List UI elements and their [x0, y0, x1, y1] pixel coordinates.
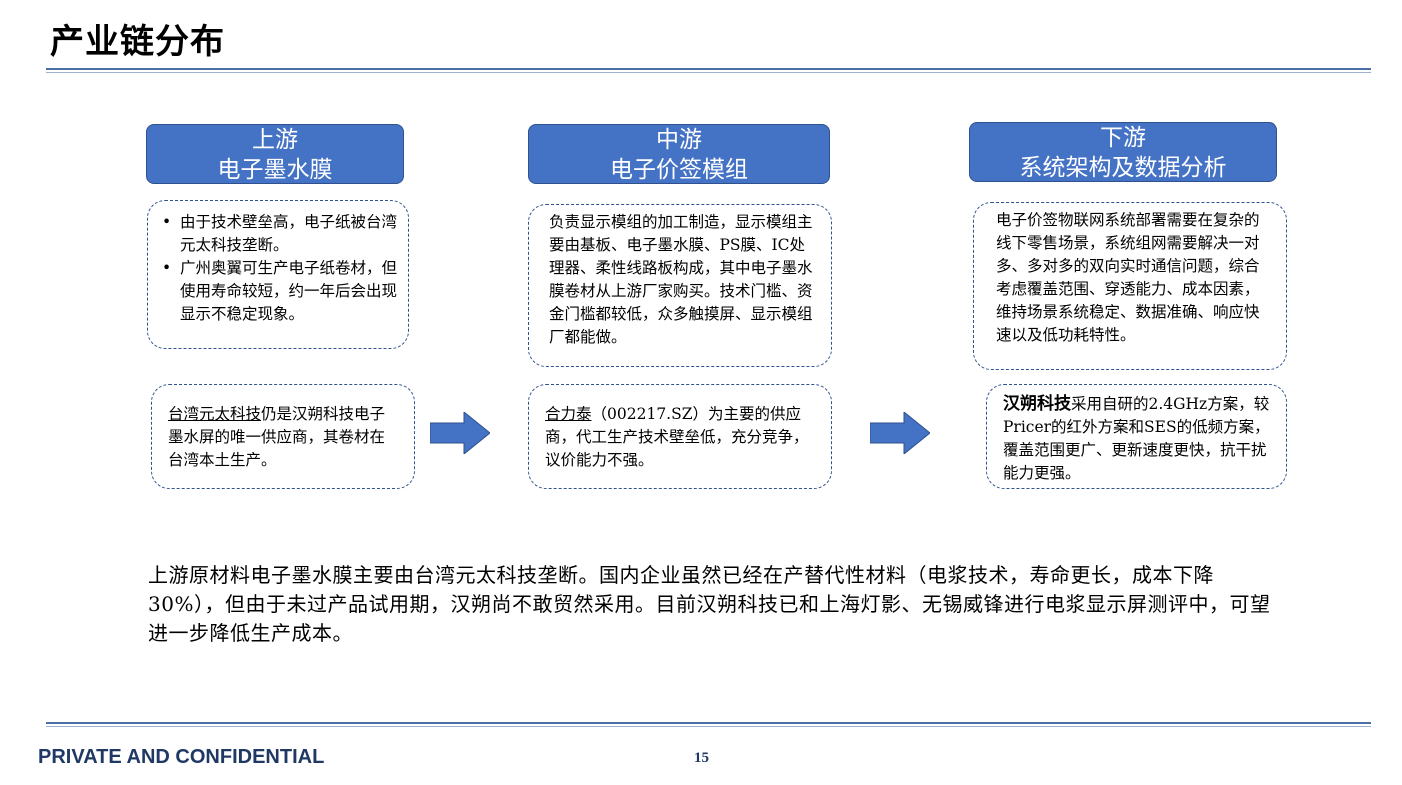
bullet-dot: • [162, 213, 172, 231]
midstream-supplier-box: 合力泰（002217.SZ）为主要的供应商，代工生产技术壁垒低，充分竞争，议价能… [528, 384, 832, 489]
midstream-supplier-name: 合力泰 [545, 405, 592, 423]
summary-paragraph: 上游原材料电子墨水膜主要由台湾元太科技垄断。国内企业虽然已经在产替代性材料（电浆… [148, 563, 1271, 645]
midstream-header-title: 中游 [656, 127, 702, 153]
downstream-header-subtitle: 系统架构及数据分析 [1019, 155, 1227, 181]
footer-divider [46, 722, 1371, 724]
upstream-header: 上游 电子墨水膜 [146, 124, 404, 184]
list-item: • 广州奥翼可生产电子纸卷材，但使用寿命较短，约一年后会出现显示不稳定现象。 [160, 257, 398, 326]
midstream-info-box: 负责显示模组的加工制造，显示模组主要由基板、电子墨水膜、PS膜、IC处理器、柔性… [528, 204, 832, 367]
downstream-description: 电子价签物联网系统部署需要在复杂的线下零售场景，系统组网需要解决一对多、多对多的… [996, 211, 1260, 344]
footer-divider-thin [46, 726, 1371, 727]
upstream-header-title: 上游 [252, 127, 298, 153]
right-arrow-icon [870, 412, 930, 454]
page-title: 产业链分布 [50, 22, 225, 62]
upstream-bullet-list: • 由于技术壁垒高，电子纸被台湾元太科技垄断。 • 广州奥翼可生产电子纸卷材，但… [160, 211, 398, 326]
confidentiality-label: PRIVATE AND CONFIDENTIAL [38, 746, 325, 768]
bullet-dot: • [162, 259, 172, 277]
upstream-supplier-name: 台湾元太科技 [168, 405, 262, 423]
list-item: • 由于技术壁垒高，电子纸被台湾元太科技垄断。 [160, 211, 398, 257]
upstream-info-box: • 由于技术壁垒高，电子纸被台湾元太科技垄断。 • 广州奥翼可生产电子纸卷材，但… [147, 200, 409, 349]
downstream-header: 下游 系统架构及数据分析 [969, 122, 1277, 182]
midstream-header: 中游 电子价签模组 [528, 124, 830, 184]
downstream-company-box: 汉朔科技采用自研的2.4GHz方案，较Pricer的红外方案和SES的低频方案，… [986, 384, 1287, 489]
title-divider-thin [46, 72, 1371, 73]
title-divider [46, 68, 1371, 70]
downstream-company-name: 汉朔科技 [1003, 394, 1071, 414]
right-arrow-icon [430, 412, 490, 454]
upstream-supplier-text: 仍是汉朔科技电子墨水屏的唯一供应商，其卷材在台湾本土生产。 [168, 405, 386, 469]
downstream-company-text: 采用自研的2.4GHz方案，较Pricer的红外方案和SES的低频方案，覆盖范围… [1003, 395, 1270, 482]
page-number: 15 [694, 750, 709, 766]
midstream-description: 负责显示模组的加工制造，显示模组主要由基板、电子墨水膜、PS膜、IC处理器、柔性… [549, 213, 813, 346]
upstream-bullet-text: 由于技术壁垒高，电子纸被台湾元太科技垄断。 [180, 213, 398, 254]
downstream-info-box: 电子价签物联网系统部署需要在复杂的线下零售场景，系统组网需要解决一对多、多对多的… [973, 202, 1287, 370]
upstream-header-subtitle: 电子墨水膜 [217, 157, 333, 183]
midstream-supplier-text: （002217.SZ）为主要的供应商，代工生产技术壁垒低，充分竞争，议价能力不强… [545, 405, 809, 469]
midstream-header-subtitle: 电子价签模组 [610, 157, 748, 183]
upstream-supplier-box: 台湾元太科技仍是汉朔科技电子墨水屏的唯一供应商，其卷材在台湾本土生产。 [151, 384, 415, 489]
upstream-bullet-text: 广州奥翼可生产电子纸卷材，但使用寿命较短，约一年后会出现显示不稳定现象。 [180, 259, 398, 323]
downstream-header-title: 下游 [1100, 125, 1146, 151]
